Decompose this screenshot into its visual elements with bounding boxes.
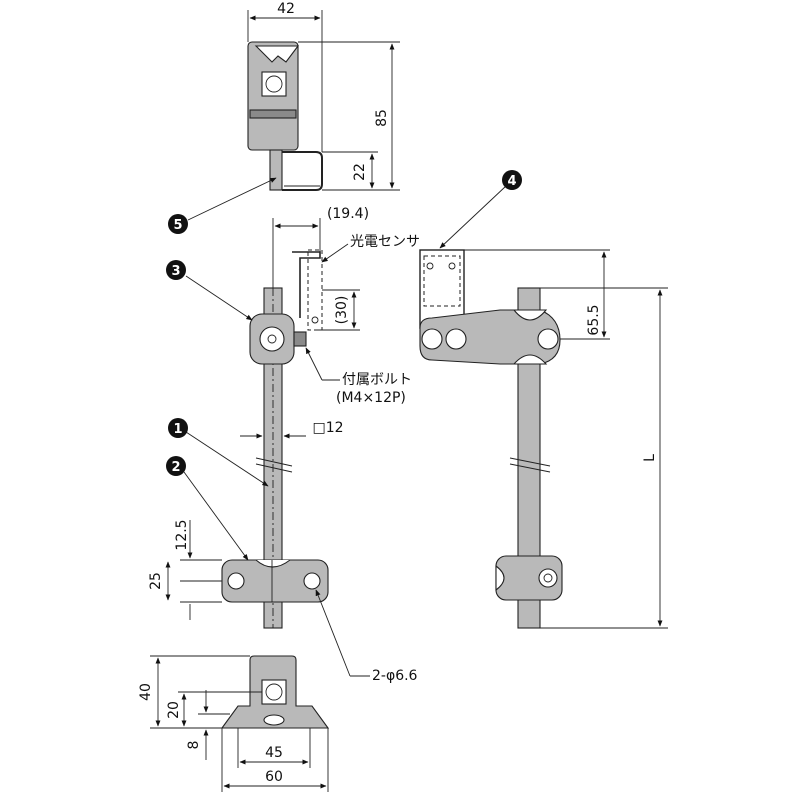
- top-view: [247, 41, 323, 191]
- dim-65-5: 65.5: [586, 304, 602, 335]
- label-bolt-spec: (M4×12P): [336, 390, 406, 406]
- front-view: [221, 249, 329, 629]
- side-view: [419, 249, 563, 629]
- label-holes: 2-φ6.6: [372, 668, 418, 684]
- front-view-labels: 光電センサ 付属ボルト (M4×12P) 2-φ6.6: [305, 234, 420, 684]
- label-bolt: 付属ボルト: [342, 372, 412, 388]
- dim-42: 42: [277, 1, 295, 17]
- dim-60: 60: [265, 769, 283, 785]
- dim-8: 8: [186, 741, 202, 750]
- svg-text:2: 2: [171, 460, 180, 475]
- base-view-dimensions: 40 20 8 45 60: [138, 655, 329, 792]
- svg-text:5: 5: [173, 218, 182, 233]
- dim-12-5: 12.5: [174, 519, 190, 550]
- callout-1: 1: [168, 418, 269, 487]
- svg-text:4: 4: [507, 174, 516, 189]
- label-sensor: 光電センサ: [350, 234, 420, 250]
- base-view: [220, 655, 330, 729]
- dim-45: 45: [265, 745, 283, 761]
- dim-30: (30): [334, 296, 350, 325]
- dim-22: 22: [352, 163, 368, 181]
- dim-L: L: [642, 454, 658, 462]
- callout-2: 2: [166, 456, 249, 561]
- dim-19-4: (19.4): [327, 206, 369, 222]
- dim-40: 40: [138, 683, 154, 701]
- svg-text:1: 1: [173, 422, 182, 437]
- side-view-dimensions: 65.5 L: [440, 249, 668, 629]
- callout-3: 3: [166, 260, 253, 321]
- dim-85: 85: [374, 109, 390, 127]
- dim-sq12: □12: [312, 420, 343, 436]
- front-view-dimensions: (19.4) (30) □12 12.5 25: [148, 206, 369, 620]
- callout-4: 4: [439, 170, 522, 249]
- dim-20: 20: [166, 701, 182, 719]
- top-view-dimensions: 42 85 22: [247, 1, 400, 191]
- svg-text:3: 3: [171, 264, 180, 279]
- callout-5: 5: [168, 177, 277, 234]
- dim-25: 25: [148, 572, 164, 590]
